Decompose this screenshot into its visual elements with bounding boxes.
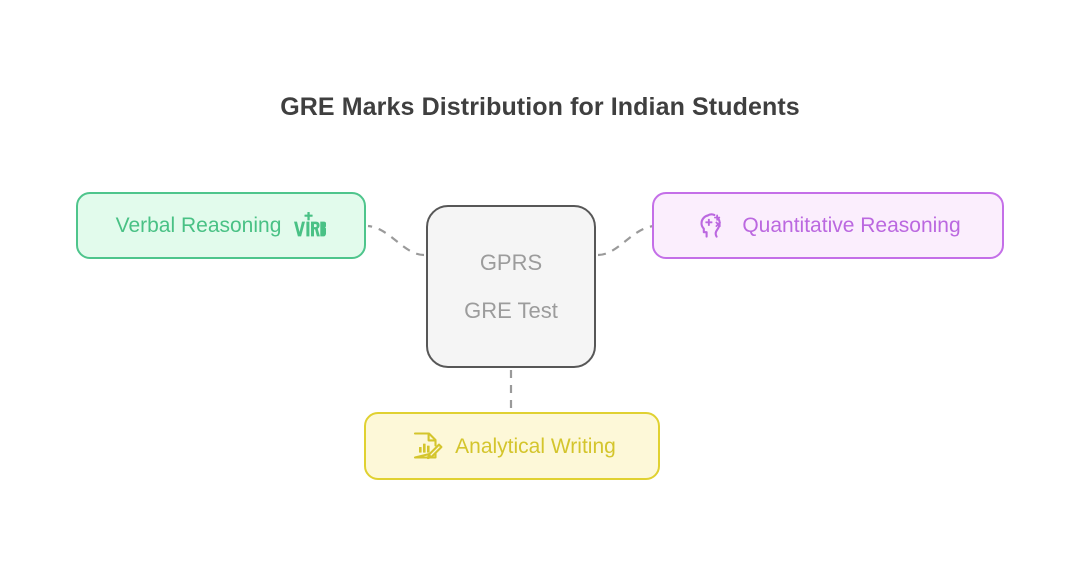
branch-label-quantitative-reasoning: Quantitative Reasoning bbox=[742, 214, 961, 237]
center-node-secondary-label: GRE Test bbox=[464, 297, 558, 323]
center-node-primary-label: GPRS bbox=[479, 249, 543, 275]
page-title: GRE Marks Distribution for Indian Studen… bbox=[280, 93, 800, 121]
branch-label-analytical-writing: Analytical Writing bbox=[455, 434, 616, 458]
branch-node-verbal-reasoning[interactable]: Verbal Reasoning bbox=[76, 192, 366, 259]
edge-center-to-verbal bbox=[367, 224, 425, 257]
branch-label-verbal-reasoning: Verbal Reasoning bbox=[115, 214, 282, 237]
document-pencil-icon bbox=[408, 428, 444, 464]
branch-node-analytical-writing[interactable]: Analytical Writing bbox=[364, 412, 660, 480]
center-node-gre-test[interactable]: GPRS GRE Test bbox=[426, 205, 596, 368]
brain-math-icon bbox=[695, 208, 731, 244]
branch-node-quantitative-reasoning[interactable]: Quantitative Reasoning bbox=[652, 192, 1004, 259]
edge-center-to-quantitative bbox=[597, 224, 655, 257]
virb-logo-icon bbox=[292, 209, 327, 243]
